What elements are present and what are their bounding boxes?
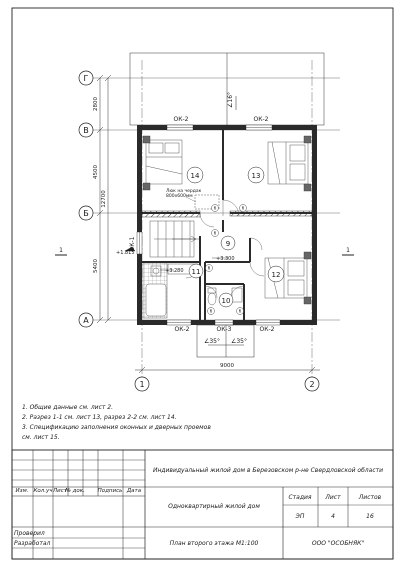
marker-label: 6 — [214, 206, 217, 211]
general-notes: 1. Общие данные см. лист 2. 2. Разрез 1-… — [22, 403, 302, 443]
window-tag: ОК-2 — [260, 326, 275, 333]
attic-hatch — [185, 194, 220, 210]
room-number: 11 — [192, 268, 201, 276]
canopy-slope: ∠35° — [204, 338, 220, 345]
level-mark: +3.280 — [165, 268, 184, 274]
axis-bubbles — [78, 70, 320, 392]
axis-label-b: Б — [83, 209, 89, 218]
company-name: ООО "ОСОБНЯК" — [312, 540, 365, 547]
dim-4500: 4500 — [93, 165, 99, 179]
axis-label-2: 2 — [309, 380, 314, 389]
axis-label-a: А — [83, 316, 89, 325]
note-line: 1. Общие данные см. лист 2. — [22, 404, 114, 411]
level-mark: +3.300 — [216, 256, 235, 262]
sheet-label: Лист — [324, 494, 341, 501]
dim-2800: 2800 — [93, 97, 99, 111]
axis-label-g: Г — [84, 74, 89, 83]
room-number: 12 — [272, 271, 281, 279]
col-header-date: Дата — [126, 488, 142, 494]
axis-label-1: 1 — [139, 380, 144, 389]
marker-label: 6 — [239, 309, 242, 314]
left-dimension-lines — [96, 74, 112, 324]
marker-label: 6 — [242, 206, 245, 211]
staircase — [149, 220, 199, 258]
dim-12700: 12700 — [101, 190, 107, 208]
dim-5400: 5400 — [93, 259, 99, 273]
project-title: Индивидуальный жилой дом в Березовском р… — [153, 467, 383, 474]
sheets-label: Листов — [358, 494, 382, 501]
axis-label-v: В — [83, 126, 89, 135]
title-block-lines — [11, 449, 394, 560]
dim-9000: 9000 — [220, 363, 234, 369]
note-line: 3. Спецификацию заполнения оконных и две… — [22, 424, 211, 431]
entrance-canopy — [196, 324, 255, 358]
window-glass-lines — [139, 127, 280, 323]
canopy-slope: ∠35° — [231, 338, 247, 345]
col-header-kol: Кол.уч — [33, 488, 53, 494]
room-number: 9 — [226, 240, 230, 248]
sheet-value: 4 — [331, 513, 335, 520]
slope-marker: ∠16° — [227, 92, 237, 110]
marker-label: 6 — [214, 231, 217, 236]
window-tag: ОК-2 — [174, 116, 189, 123]
window-tag: ОК-3 — [217, 326, 232, 333]
room-number: 10 — [222, 297, 231, 305]
note-line: см. лист 15. — [22, 434, 60, 441]
stage-value: ЭП — [295, 513, 305, 520]
hatch-note: Люк на чердак — [166, 188, 202, 194]
note-line: 2. Разрез 1-1 см. лист 13, разрез 2-2 см… — [22, 414, 177, 421]
drawing-title: План второго этажа М1:100 — [170, 540, 259, 547]
sheets-value: 16 — [366, 513, 374, 520]
bottom-dimension-line — [135, 366, 320, 374]
section-label: 1 — [346, 247, 350, 254]
col-header-sign: Подпись — [98, 488, 123, 494]
window-tag: ОК-2 — [254, 116, 269, 123]
room-number: 13 — [252, 172, 261, 180]
bed-room-13 — [267, 135, 312, 192]
marker-label: 6 — [208, 266, 211, 271]
slope-label: ∠16° — [227, 92, 234, 108]
hatched-partition — [229, 210, 313, 217]
marker-label: 6 — [210, 309, 213, 314]
col-header-list: Лист — [52, 488, 68, 494]
role-checked: Проверил — [14, 530, 45, 537]
level-mark: +1.815 — [116, 250, 135, 256]
window-tag: ОК-2 — [175, 326, 190, 333]
bed-room-14 — [142, 135, 183, 191]
role-developed: Разработал — [14, 540, 51, 547]
col-header-doc: № док. — [64, 488, 85, 494]
hatch-note: 800x600мм — [166, 193, 193, 199]
stage-label: Стадия — [288, 494, 311, 501]
col-header-izm: Изм. — [16, 488, 29, 494]
room-number: 14 — [191, 172, 200, 180]
bathroom-fixtures — [142, 262, 243, 319]
window-tag: ОК-1 — [129, 236, 136, 251]
section-label: 1 — [59, 247, 63, 254]
building-title: Одноквартирный жилой дом — [168, 503, 260, 510]
